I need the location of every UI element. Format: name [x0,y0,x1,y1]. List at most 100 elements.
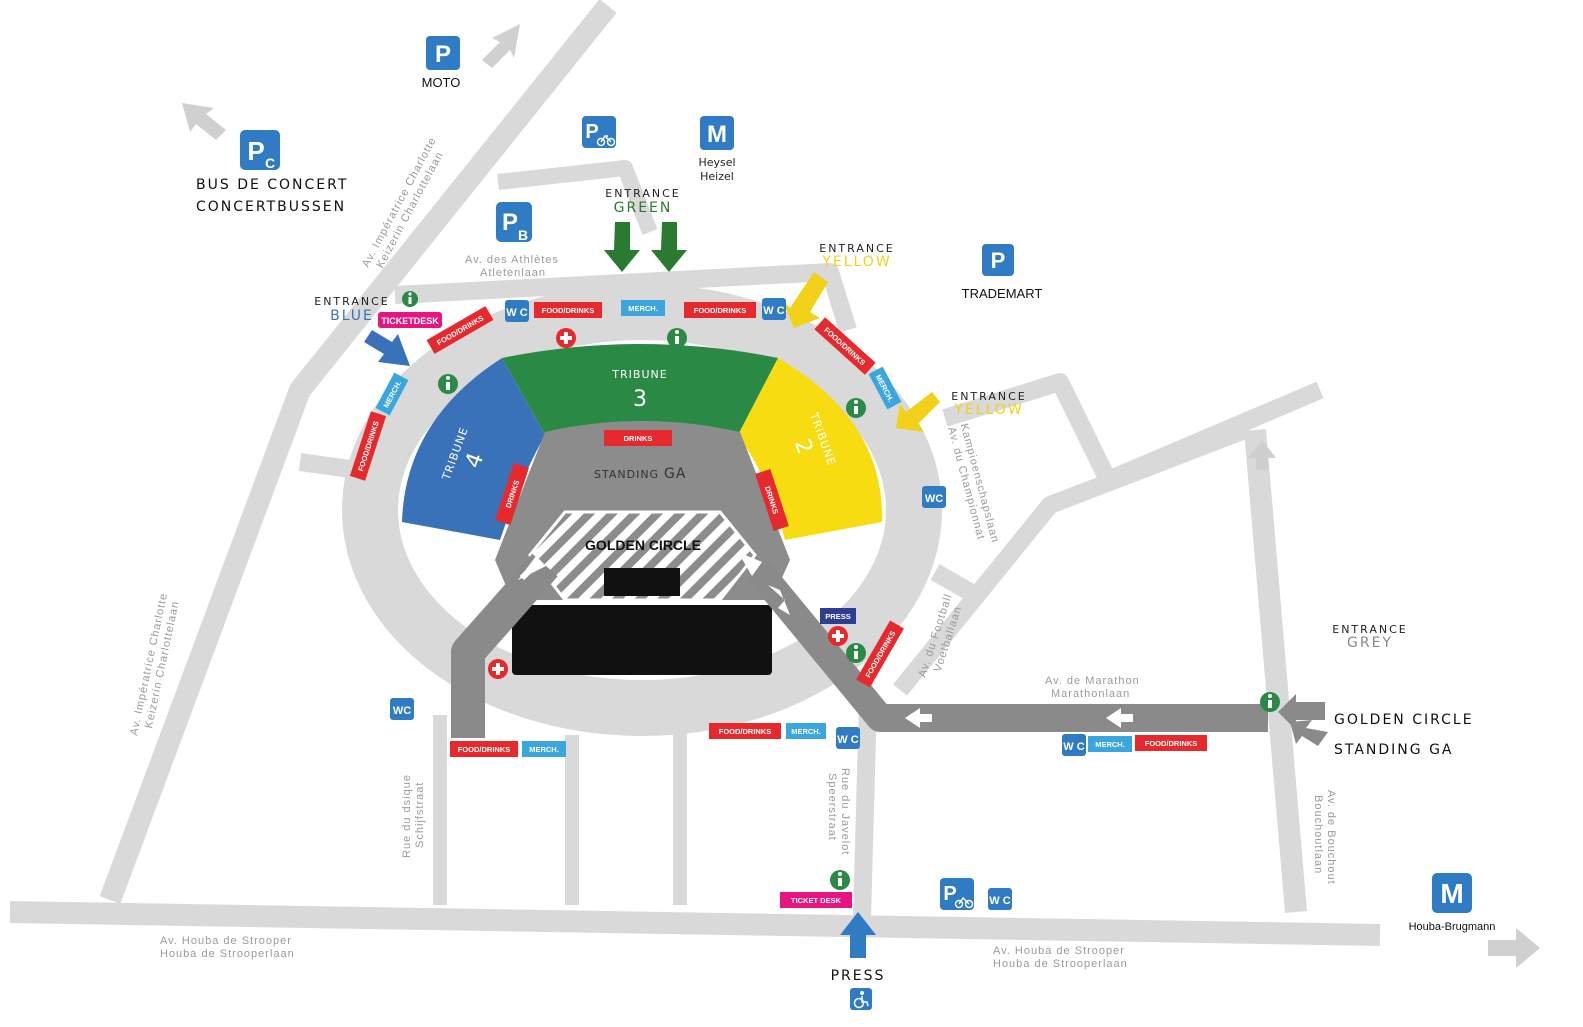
svg-text:P: P [585,121,598,143]
nw-arrow [182,103,226,140]
street-houba-left-nl: Houba de Strooperlaan [160,948,295,960]
entrance-arrows [364,222,1328,958]
first-aid-icon [488,659,508,679]
svg-text:P: P [435,41,451,68]
drinks-tag-left: DRINKS [495,462,529,526]
road-charlotte [99,0,617,904]
svg-text:P: P [247,136,264,166]
street-athletes-nl: Atletenlaan [480,267,546,279]
bike-parking-icon: P [582,116,616,148]
food-drinks-tag-sw: FOOD/DRINKS [450,741,518,757]
first-aid-icon [828,626,848,646]
food-drinks-tag-e: FOOD/DRINKS [1135,735,1207,751]
svg-text:FOOD/DRINKS: FOOD/DRINKS [694,306,747,315]
green-arrow-1 [604,222,640,272]
merch-tag-sw: MERCH. [522,741,566,757]
golden-circle-area[interactable] [528,510,757,602]
access-standing-ga: STANDING GA [1334,742,1454,758]
info-icon [402,291,418,307]
press-tag: PRESS [820,608,856,624]
wc-sign: WC [922,486,946,508]
moto-parking-sign: P [426,36,460,70]
north-arrow [1248,440,1276,470]
path-east [747,561,1268,732]
trademart-label: TRADEMART [962,286,1043,301]
pb-parking-sign: P B [496,202,532,243]
entrance-grey-word: ENTRANCE [1332,623,1407,636]
east-arrow [1488,928,1540,968]
path-arrow-5 [1106,708,1133,728]
merch-tag-n: MERCH. [621,300,665,316]
wc-sign: W C [505,300,529,322]
wc-sign: WC [390,698,414,720]
road-green-access [497,160,658,235]
svg-text:W C: W C [989,895,1010,907]
ticket-desk-tag-s[interactable]: TICKET DESK [780,892,852,908]
entrance-yellow-label-2: YELLOW [953,402,1023,418]
ticketdesk-tag-nw[interactable]: TICKETDESK [378,312,442,328]
wheelchair-icon [850,988,872,1010]
food-drinks-tag-n1: FOOD/DRINKS [534,302,602,318]
svg-text:TICKETDESK: TICKETDESK [381,316,439,326]
street-houba-right-nl: Houba de Strooperlaan [993,958,1128,970]
heysel-label: Heysel [698,156,735,169]
wc-sign: W C [1062,734,1086,756]
trademart-parking-sign: P [982,244,1014,276]
svg-text:TICKET DESK: TICKET DESK [791,896,842,905]
tribune-3[interactable] [502,344,778,435]
road-athletes [394,263,857,333]
entrance-yellow-word-2: ENTRANCE [951,390,1026,403]
svg-text:P: P [991,248,1006,273]
road-bouchout [1244,429,1307,913]
svg-text:DRINKS: DRINKS [624,434,653,443]
info-icon [846,398,866,418]
bus-label-2: CONCERTBUSSEN [196,199,346,215]
info-icon [438,374,458,394]
svg-text:FOOD/DRINKS: FOOD/DRINKS [1145,739,1198,748]
grey-arrow-2 [1290,720,1328,746]
wc-sign: W C [988,888,1012,910]
drinks-tag-top: DRINKS [604,430,672,446]
svg-text:P: P [502,209,518,236]
info-icons [402,291,1280,890]
entrance-grey-label: GREY [1347,635,1393,651]
street-houba-right: Av. Houba de Strooper [993,945,1125,957]
wc-sign: W C [836,727,860,749]
svg-text:W C: W C [1063,741,1084,753]
entrance-blue-label: BLUE [330,308,374,324]
svg-text:WC: WC [393,705,411,717]
access-press: PRESS [831,968,886,984]
svg-text:W C: W C [837,734,858,746]
grey-arrow-1 [1278,694,1325,730]
svg-text:W C: W C [763,305,784,317]
street-houba-left: Av. Houba de Strooper [160,935,292,947]
svg-text:M: M [707,121,727,148]
moto-label: MOTO [422,75,461,90]
street-athletes: Av. des Athlètes [465,254,559,266]
first-aid-icons [488,328,848,679]
path-arrow-3 [768,585,790,615]
entrance-green-label: GREEN [614,200,673,216]
street-marathon: Av. de Marathon [1045,675,1140,687]
svg-text:FOOD/DRINKS: FOOD/DRINKS [542,306,595,315]
entrance-yellow-word-1: ENTRANCE [819,242,894,255]
street-javelot: Rue du Javelot [839,768,851,855]
standing-ga-label: GA [664,466,686,482]
street-disque: Rue du dsique [401,774,413,858]
stage [512,605,772,675]
bus-label-1: BUS DE CONCERT [196,177,348,193]
path-arrow-1-shaft [519,563,537,581]
street-marathon-nl: Marathonlaan [1051,688,1130,700]
svg-text:MERCH.: MERCH. [791,727,821,736]
road-east-spur [930,564,975,600]
svg-text:P: P [943,883,956,905]
entrance-labels: ENTRANCE GREEN ENTRANCE BLUE ENTRANCE YE… [314,187,1471,984]
street-bouchout: Av. de Bouchout [1325,790,1337,885]
press-arrow [840,912,876,958]
path-arrow-4 [905,708,932,728]
road-loop-ne [942,373,1117,484]
ne-arrow [482,24,520,68]
tribune-3-label: TRIBUNE [611,368,667,381]
bus-parking-sign: P C [240,130,280,171]
metro-houba-sign: M [1432,873,1472,913]
